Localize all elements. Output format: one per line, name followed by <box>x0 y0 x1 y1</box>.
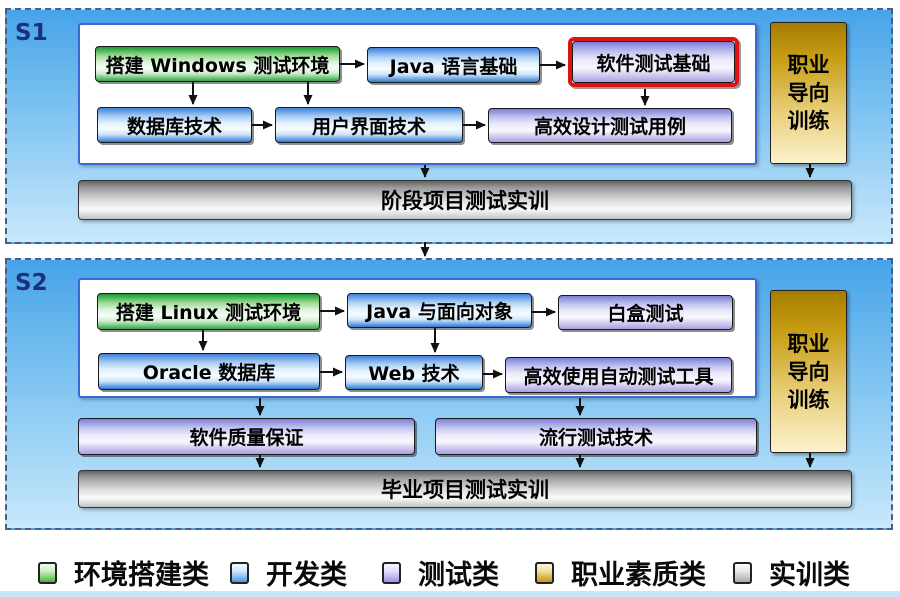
legend-swatch-env <box>38 561 57 584</box>
course-box-oracle-db: Oracle 数据库 <box>98 353 320 390</box>
course-box-auto-test-tools: 高效使用自动测试工具 <box>505 357 732 393</box>
course-box-software-testing-basics: 软件测试基础 <box>572 41 735 83</box>
stage-project-practice-bar: 阶段项目测试实训 <box>78 180 852 220</box>
course-box-linux-env: 搭建 Linux 测试环境 <box>97 293 320 330</box>
legend-label: 环境搭建类 <box>74 560 209 591</box>
course-box-label: 白盒测试 <box>607 303 684 325</box>
course-box-web-tech: Web 技术 <box>345 355 483 390</box>
stage-s2-label: S2 <box>15 270 48 296</box>
course-box-label: Java 与面向对象 <box>366 301 513 323</box>
course-box-label: Oracle 数据库 <box>142 362 276 384</box>
course-box-software-qa: 软件质量保证 <box>78 418 415 455</box>
stage-s2-container: S2 搭建 Linux 测试环境 Java 与面向对象 白盒测试 Oracle … <box>5 258 893 530</box>
course-box-label: 搭建 Linux 测试环境 <box>115 302 302 324</box>
legend-swatch-test <box>382 561 401 584</box>
highlight-red-border: 软件测试基础 <box>568 37 739 87</box>
legend-item-test: 测试类 <box>382 553 499 592</box>
course-box-label: 高效设计测试用例 <box>533 116 686 138</box>
legend-item-env: 环境搭建类 <box>38 553 209 592</box>
course-box-label: 流行测试技术 <box>538 427 653 449</box>
graduation-project-practice-bar: 毕业项目测试实训 <box>78 470 852 508</box>
course-box-label: Web 技术 <box>368 363 460 385</box>
course-box-java-oop: Java 与面向对象 <box>347 293 532 328</box>
legend-label: 测试类 <box>418 560 499 591</box>
legend-item-dev: 开发类 <box>230 553 347 592</box>
practice-bar-label: 毕业项目测试实训 <box>381 478 549 502</box>
career-training-label: 职业导向训练 <box>787 331 830 412</box>
stage-s1-container: S1 搭建 Windows 测试环境 Java 语言基础 软件测试基础 数据库技… <box>5 8 893 244</box>
course-box-test-case-design: 高效设计测试用例 <box>488 108 732 143</box>
legend-label: 职业素质类 <box>571 560 706 591</box>
course-box-database-tech: 数据库技术 <box>97 107 252 143</box>
course-box-whitebox-testing: 白盒测试 <box>558 295 733 330</box>
legend-item-practice: 实训类 <box>733 553 850 592</box>
course-box-popular-testing: 流行测试技术 <box>435 418 757 455</box>
course-box-java-basics: Java 语言基础 <box>367 47 540 83</box>
legend-item-career: 职业素质类 <box>535 553 706 592</box>
practice-bar-label: 阶段项目测试实训 <box>381 189 549 213</box>
legend: 环境搭建类 开发类 测试类 职业素质类 实训类 <box>0 553 900 591</box>
career-training-box-s2: 职业导向训练 <box>770 290 847 453</box>
course-box-ui-tech: 用户界面技术 <box>275 107 463 143</box>
course-box-label: Java 语言基础 <box>389 55 518 78</box>
career-training-box-s1: 职业导向训练 <box>770 22 847 164</box>
course-box-label: 用户界面技术 <box>311 115 426 138</box>
legend-swatch-dev <box>230 561 249 584</box>
course-box-label: 高效使用自动测试工具 <box>523 365 714 388</box>
legend-swatch-practice <box>733 561 752 584</box>
course-box-label: 数据库技术 <box>126 115 222 138</box>
career-training-label: 职业导向训练 <box>787 53 830 133</box>
legend-label: 开发类 <box>266 560 347 591</box>
course-box-label: 软件测试基础 <box>596 52 711 75</box>
stage-s1-label: S1 <box>15 20 48 46</box>
bottom-blue-strip <box>0 591 900 597</box>
course-box-label: 软件质量保证 <box>189 427 304 449</box>
legend-swatch-career <box>535 561 554 584</box>
legend-label: 实训类 <box>769 560 850 591</box>
course-box-label: 搭建 Windows 测试环境 <box>105 54 330 77</box>
course-box-windows-env: 搭建 Windows 测试环境 <box>95 46 340 82</box>
